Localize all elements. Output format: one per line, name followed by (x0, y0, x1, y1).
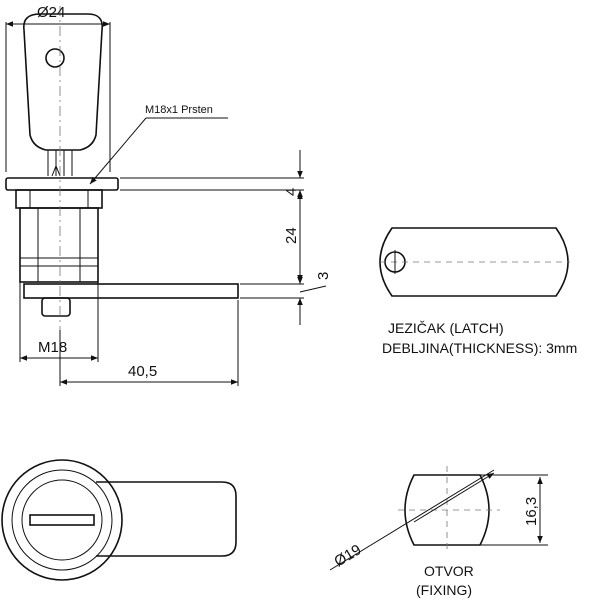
latch-title: JEZIČAK (LATCH) (388, 320, 504, 336)
label-fixing-flat: 16,3 (523, 497, 540, 526)
dim-latch-length: 40,5 (59, 300, 239, 386)
latch-bar (23, 283, 239, 299)
label-ring: M18x1 Prsten (145, 104, 213, 116)
ring-nut (15, 189, 103, 209)
shaft-stub (41, 297, 71, 317)
fixing-view: 16,3 Ø19 OTVOR (FIXING) (329, 466, 548, 598)
front-cam (96, 481, 237, 557)
front-outer-ring (1, 459, 123, 581)
dim-vertical: 4 24 3 (120, 150, 332, 325)
front-view (1, 459, 237, 581)
key-notch (51, 164, 61, 177)
ring-flange (5, 177, 119, 191)
label-thread: M18 (38, 339, 67, 356)
keyway-slot (29, 514, 95, 526)
dim-thread: M18 (19, 282, 99, 362)
label-latch-thickness: 3 (315, 272, 332, 280)
key-hole (45, 48, 65, 68)
fixing-title: OTVOR (424, 563, 474, 579)
label-ring-height: 4 (283, 188, 300, 196)
key-head (23, 13, 104, 151)
threaded-body (19, 207, 99, 283)
front-cylinder (21, 479, 103, 561)
latch-view: JEZIČAK (LATCH) DEBLJINA(THICKNESS): 3mm (379, 227, 577, 356)
dim-key-diameter: Ø24 (5, 4, 111, 172)
label-body-length: 24 (283, 227, 300, 244)
latch-thickness: DEBLJINA(THICKNESS): 3mm (382, 340, 577, 356)
front-inner-ring (11, 469, 113, 571)
key-shank (47, 150, 73, 176)
label-key-diameter: Ø24 (37, 4, 65, 21)
fixing-subtitle: (FIXING) (416, 582, 472, 598)
dim-ring: M18x1 Prsten (89, 104, 228, 185)
latch-outline (379, 227, 569, 297)
label-latch-length: 40,5 (128, 363, 157, 380)
side-view (5, 6, 239, 330)
